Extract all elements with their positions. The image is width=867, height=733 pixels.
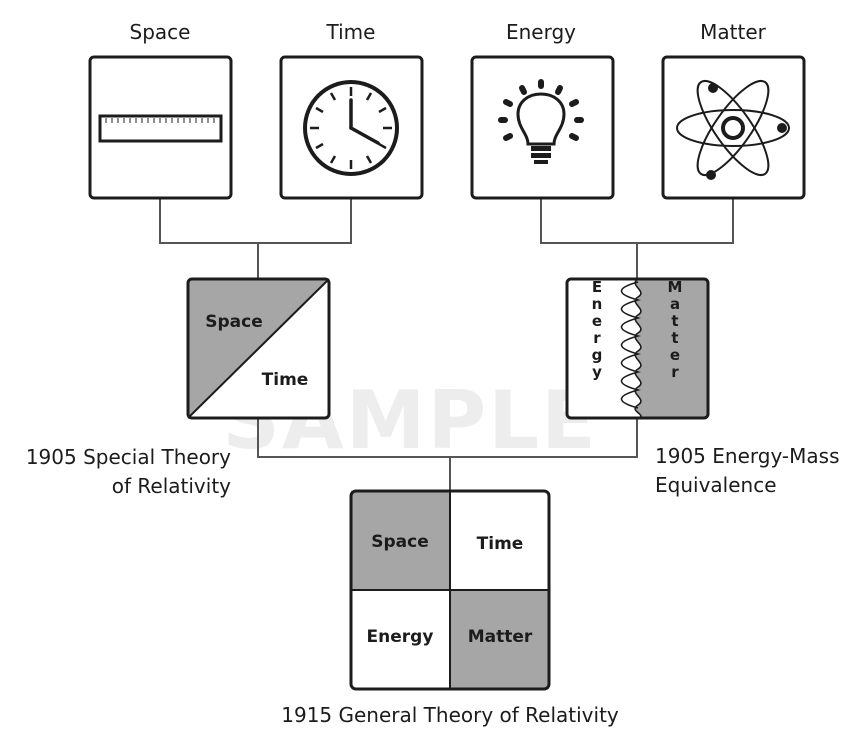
energy-mass-caption-line2: Equivalence	[655, 473, 777, 497]
vertical-letter: n	[592, 295, 603, 313]
vertical-letter: e	[592, 312, 602, 330]
space-box	[88, 55, 233, 200]
ruler-icon	[98, 114, 223, 143]
energy-wave-icon	[620, 278, 642, 419]
connector-lines	[159, 198, 734, 491]
general-relativity-box: Space Time Energy Matter	[349, 489, 551, 691]
space-label: Space	[130, 20, 191, 44]
special-relativity-box: Space Time	[186, 277, 331, 420]
energy-box	[470, 55, 615, 200]
lightbulb-icon	[498, 79, 584, 164]
vertical-letter: g	[592, 346, 603, 364]
special-relativity-caption-line1: 1905 Special Theory	[26, 445, 231, 469]
vertical-letter: t	[671, 312, 678, 330]
vertical-letter: t	[671, 329, 678, 347]
special-relativity-caption-line2: of Relativity	[112, 474, 231, 498]
general-time-label: Time	[477, 534, 524, 554]
vertical-letter: E	[592, 278, 602, 296]
special-time-label: Time	[262, 370, 309, 390]
clock-icon	[303, 80, 399, 176]
atom-icon	[676, 79, 790, 180]
vertical-letter: r	[593, 329, 601, 347]
general-matter-label: Matter	[468, 627, 533, 647]
vertical-letter: y	[592, 363, 602, 381]
general-energy-label: Energy	[367, 627, 434, 647]
vertical-letter: M	[668, 278, 683, 296]
time-label: Time	[326, 20, 376, 44]
vertical-letter: a	[670, 295, 680, 313]
vertical-letter: r	[671, 363, 679, 381]
vertical-letter: e	[670, 346, 680, 364]
matter-box	[661, 55, 806, 200]
time-box	[279, 55, 424, 200]
general-relativity-caption: 1915 General Theory of Relativity	[281, 703, 619, 727]
energy-mass-caption-line1: 1905 Energy-Mass	[655, 444, 840, 468]
general-space-label: Space	[371, 532, 429, 552]
energy-label: Energy	[506, 20, 576, 44]
matter-label: Matter	[700, 20, 767, 44]
special-space-label: Space	[205, 312, 263, 332]
